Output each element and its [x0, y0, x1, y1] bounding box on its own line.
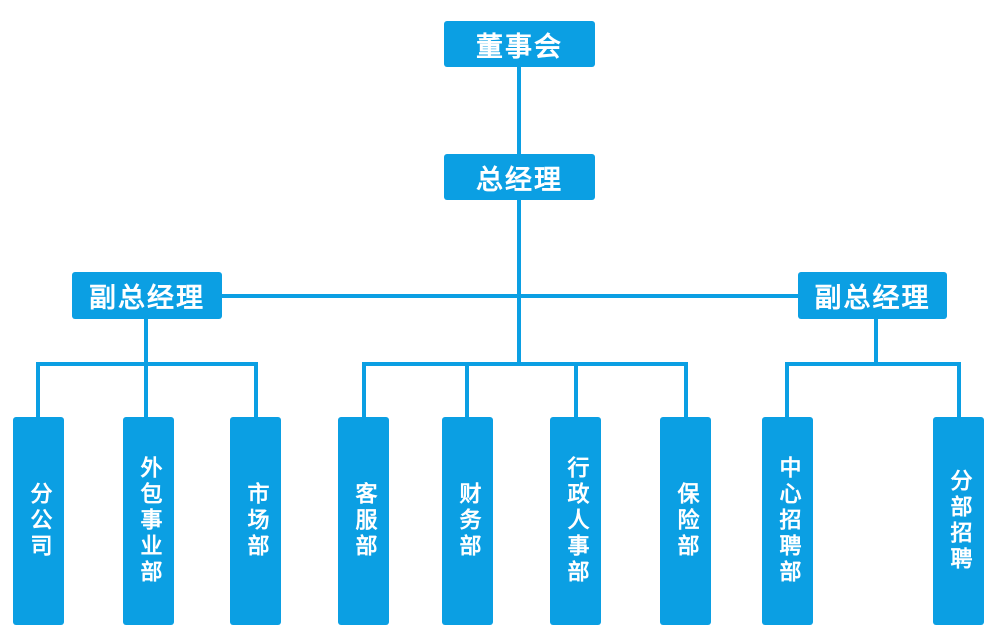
deputy-manager-left-box: 副总经理 — [72, 272, 222, 319]
dept-marketing: 市场部 — [230, 417, 281, 625]
board-box: 董事会 — [444, 21, 595, 67]
dept-outsourcing: 外包事业部 — [123, 417, 174, 625]
dept-insurance: 保险部 — [660, 417, 711, 625]
dept-finance: 财务部 — [442, 417, 493, 625]
dept-customer-service: 客服部 — [338, 417, 389, 625]
deputy-manager-right-box: 副总经理 — [798, 272, 947, 319]
dept-branch-company: 分公司 — [13, 417, 64, 625]
dept-branch-recruitment: 分部招聘 — [933, 417, 984, 625]
dept-admin-hr: 行政人事部 — [550, 417, 601, 625]
general-manager-box: 总经理 — [444, 154, 595, 200]
dept-central-recruitment: 中心招聘部 — [762, 417, 813, 625]
